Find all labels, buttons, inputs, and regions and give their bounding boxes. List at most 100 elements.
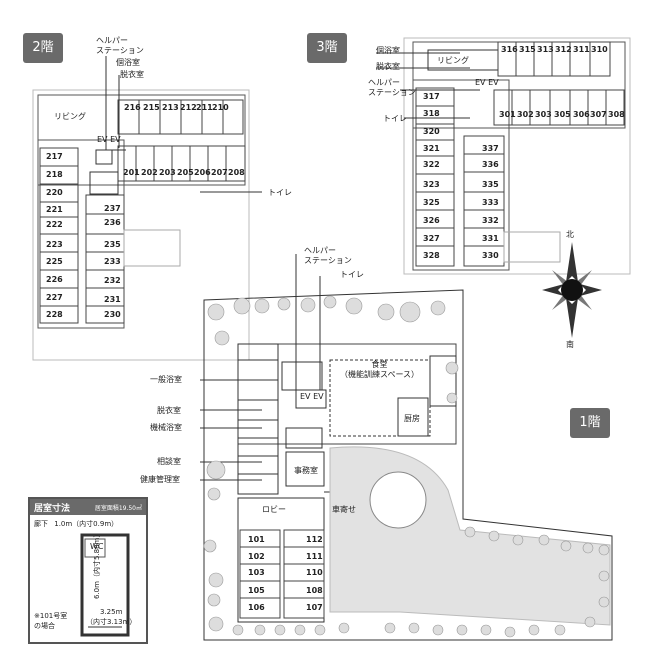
trees bbox=[203, 295, 610, 638]
room-316: 316 bbox=[501, 45, 518, 54]
room-202: 202 bbox=[141, 168, 158, 177]
room-size-wc-label: WC bbox=[90, 542, 104, 551]
room-size-corridor-row: 廊下 1.0m（内寸0.9m） bbox=[34, 519, 118, 529]
f2-dressing-label: 脱衣室 bbox=[120, 70, 144, 79]
f2-living-label: リビング bbox=[54, 112, 86, 121]
floor-2-plan bbox=[32, 56, 262, 361]
room-328: 328 bbox=[423, 251, 440, 260]
room-313: 313 bbox=[537, 45, 554, 54]
f3-private-bath-label: 個浴室 bbox=[376, 46, 400, 55]
room-207: 207 bbox=[211, 168, 228, 177]
room-210: 210 bbox=[212, 103, 229, 112]
room-112: 112 bbox=[306, 535, 323, 544]
compass-north-label: 北 bbox=[566, 230, 574, 239]
room-232: 232 bbox=[104, 276, 121, 285]
room-size-area: 居室面積19.50㎡ bbox=[94, 504, 142, 512]
f1-general-bath-label: 一般浴室 bbox=[150, 375, 182, 384]
room-218: 218 bbox=[46, 170, 63, 179]
f1-toilet-label: トイレ bbox=[340, 270, 364, 279]
f3-helper-station-label: ヘルパー ステーション bbox=[368, 78, 416, 97]
f1-consult-label: 相談室 bbox=[157, 457, 181, 466]
room-237: 237 bbox=[104, 204, 121, 213]
room-216: 216 bbox=[124, 103, 141, 112]
room-108: 108 bbox=[306, 586, 323, 595]
compass-south-label: 南 bbox=[566, 340, 574, 349]
room-size-title: 居室寸法 bbox=[34, 503, 71, 514]
room-101: 101 bbox=[248, 535, 265, 544]
room-size-corridor-label: 廊下 bbox=[34, 520, 48, 528]
room-330: 330 bbox=[482, 251, 499, 260]
room-307: 307 bbox=[590, 110, 607, 119]
room-size-panel: 居室寸法 居室面積19.50㎡ 廊下 1.0m（内寸0.9m） WC 6.0m（… bbox=[28, 497, 148, 644]
room-332: 332 bbox=[482, 216, 499, 225]
room-110: 110 bbox=[306, 568, 323, 577]
room-205: 205 bbox=[177, 168, 194, 177]
room-size-depth: 6.0m（内寸5.88m） bbox=[93, 530, 101, 599]
f2-private-bath-label: 個浴室 bbox=[116, 58, 140, 67]
room-231: 231 bbox=[104, 295, 121, 304]
room-235: 235 bbox=[104, 240, 121, 249]
room-317: 317 bbox=[423, 92, 440, 101]
room-236: 236 bbox=[104, 218, 121, 227]
room-213: 213 bbox=[162, 103, 179, 112]
room-size-drawing bbox=[80, 533, 130, 637]
room-303: 303 bbox=[535, 110, 552, 119]
f3-ev-label: EV EV bbox=[475, 78, 499, 87]
room-227: 227 bbox=[46, 293, 63, 302]
f1-lobby-label: ロビー bbox=[262, 505, 286, 514]
room-312: 312 bbox=[555, 45, 572, 54]
room-336: 336 bbox=[482, 160, 499, 169]
room-320: 320 bbox=[423, 127, 440, 136]
room-211: 211 bbox=[196, 103, 213, 112]
f3-toilet-label: トイレ bbox=[383, 114, 407, 123]
room-217: 217 bbox=[46, 152, 63, 161]
room-225: 225 bbox=[46, 257, 63, 266]
compass-icon bbox=[542, 242, 602, 338]
room-215: 215 bbox=[143, 103, 160, 112]
f1-office-label: 事務室 bbox=[294, 466, 318, 475]
room-230: 230 bbox=[104, 310, 121, 319]
room-206: 206 bbox=[194, 168, 211, 177]
room-305: 305 bbox=[554, 110, 571, 119]
f1-health-label: 健康管理室 bbox=[140, 475, 180, 484]
room-337: 337 bbox=[482, 144, 499, 153]
room-326: 326 bbox=[423, 216, 440, 225]
room-212: 212 bbox=[180, 103, 197, 112]
room-size-width: 3.25m （内寸3.13m） bbox=[86, 608, 137, 626]
room-102: 102 bbox=[248, 552, 265, 561]
room-323: 323 bbox=[423, 180, 440, 189]
room-222: 222 bbox=[46, 220, 63, 229]
room-302: 302 bbox=[517, 110, 534, 119]
room-318: 318 bbox=[423, 109, 440, 118]
f1-dressing-label: 脱衣室 bbox=[157, 406, 181, 415]
floor-1-plan bbox=[200, 254, 613, 641]
room-306: 306 bbox=[573, 110, 590, 119]
f2-helper-station-label: ヘルパー ステーション bbox=[96, 36, 144, 55]
room-321: 321 bbox=[423, 144, 440, 153]
room-228: 228 bbox=[46, 310, 63, 319]
room-335: 335 bbox=[482, 180, 499, 189]
room-333: 333 bbox=[482, 198, 499, 207]
f1-dining-label: 食堂 （機能訓練スペース） bbox=[340, 360, 420, 379]
f1-helper-station-label: ヘルパー ステーション bbox=[304, 246, 352, 265]
f1-ev-label: EV EV bbox=[300, 392, 324, 401]
room-220: 220 bbox=[46, 188, 63, 197]
room-107: 107 bbox=[306, 603, 323, 612]
f2-ev-label: EV EV bbox=[97, 135, 121, 144]
f1-kitchen-label: 厨房 bbox=[404, 414, 420, 423]
f3-dressing-label: 脱衣室 bbox=[376, 62, 400, 71]
floor-1-badge: 1階 bbox=[570, 408, 610, 438]
room-size-note: ※101号室 の場合 bbox=[34, 612, 68, 630]
room-325: 325 bbox=[423, 198, 440, 207]
room-221: 221 bbox=[46, 205, 63, 214]
room-103: 103 bbox=[248, 568, 265, 577]
room-208: 208 bbox=[228, 168, 245, 177]
room-105: 105 bbox=[248, 586, 265, 595]
room-203: 203 bbox=[159, 168, 176, 177]
room-308: 308 bbox=[608, 110, 625, 119]
room-111: 111 bbox=[306, 552, 323, 561]
f1-machine-bath-label: 機械浴室 bbox=[150, 423, 182, 432]
room-327: 327 bbox=[423, 234, 440, 243]
f1-porch-label: 車寄せ bbox=[332, 505, 356, 514]
